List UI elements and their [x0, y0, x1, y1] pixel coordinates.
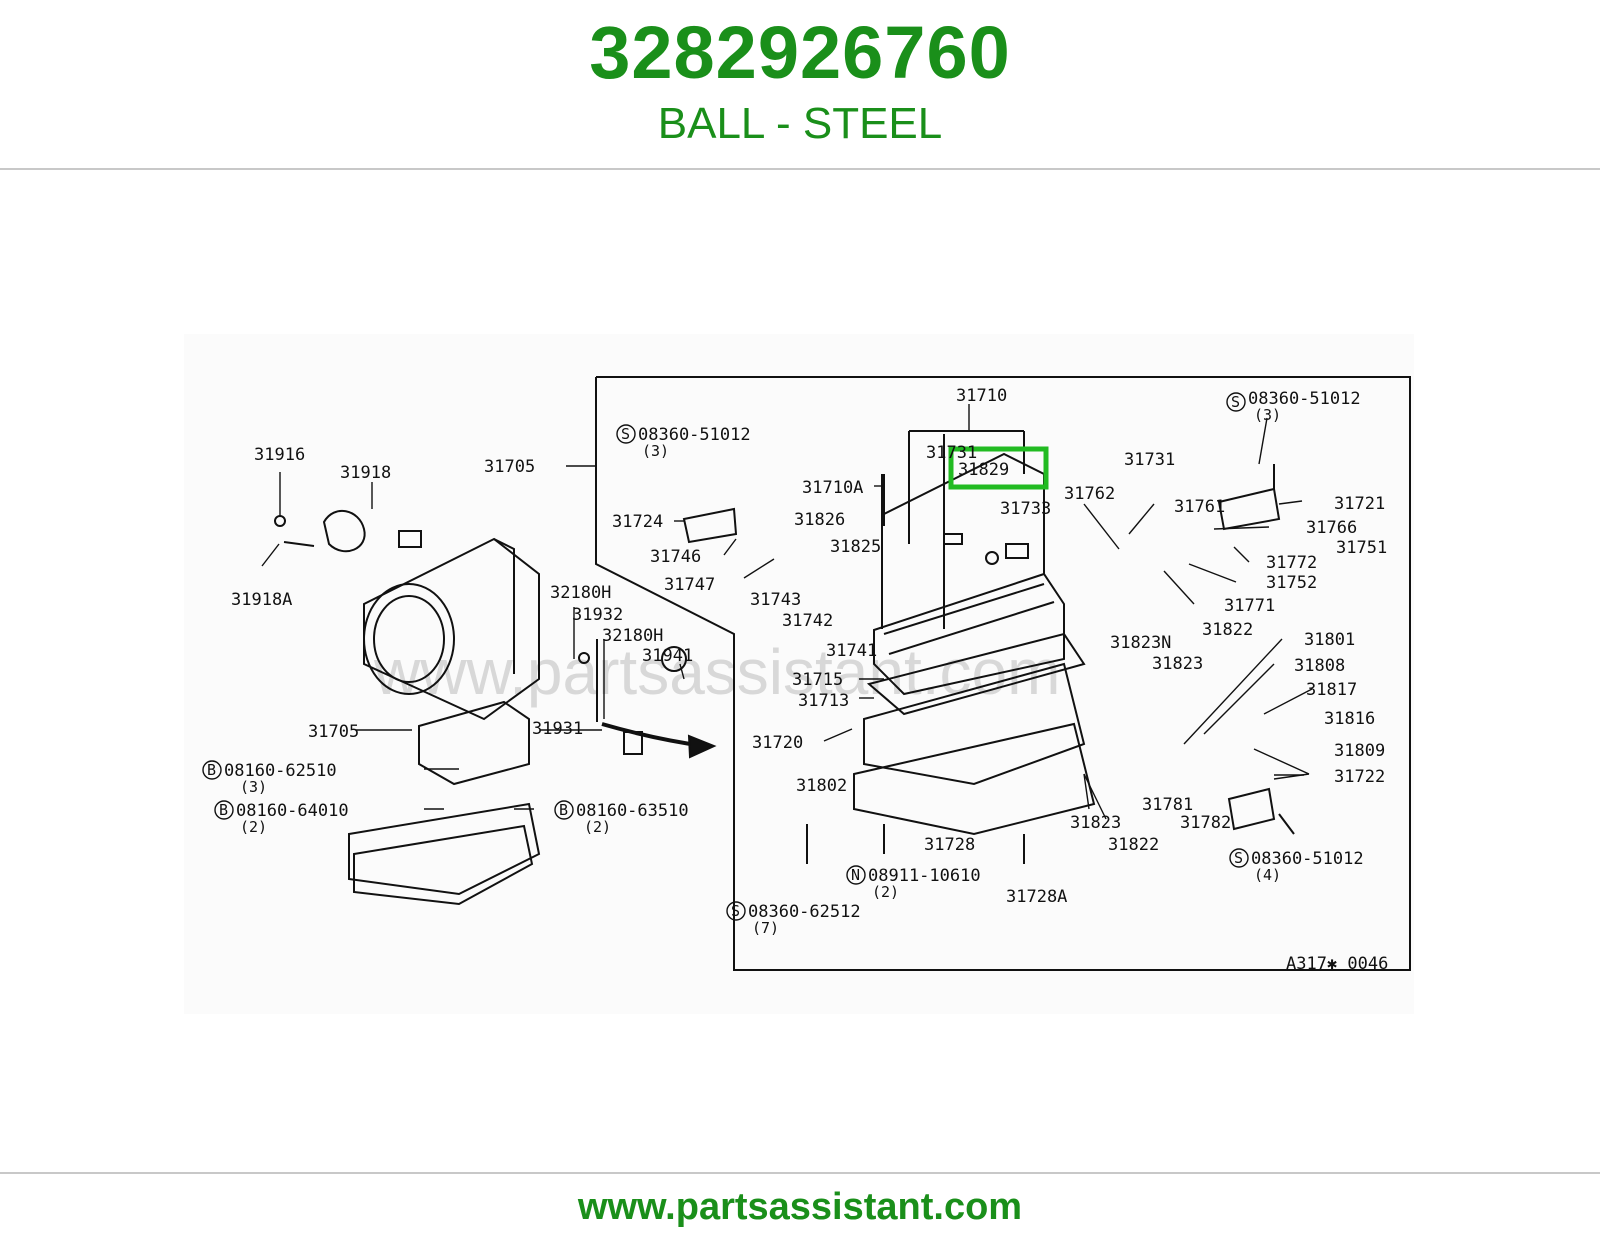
- label-31932[interactable]: 31932: [572, 605, 623, 625]
- label-31825[interactable]: 31825: [830, 537, 881, 557]
- label-31766[interactable]: 31766: [1306, 518, 1357, 538]
- label-31733[interactable]: 31733: [1000, 499, 1051, 519]
- label-31772[interactable]: 31772: [1266, 553, 1317, 573]
- label-31746[interactable]: 31746: [650, 547, 701, 567]
- label-31752[interactable]: 31752: [1266, 573, 1317, 593]
- label-31931[interactable]: 31931: [532, 719, 583, 739]
- label-08160-64010: 08160-64010: [236, 801, 349, 821]
- label-31941[interactable]: 31941: [642, 646, 693, 666]
- header-divider: [0, 168, 1600, 170]
- label-31771[interactable]: 31771: [1224, 596, 1275, 616]
- footer-divider: [0, 1172, 1600, 1174]
- callout-08911-10610[interactable]: N 08911-10610 (2): [846, 865, 981, 901]
- label-08360-51012-a: 08360-51012: [638, 425, 751, 445]
- label-31762[interactable]: 31762: [1064, 484, 1115, 504]
- label-31742[interactable]: 31742: [782, 611, 833, 631]
- label-31713[interactable]: 31713: [798, 691, 849, 711]
- label-31802[interactable]: 31802: [796, 776, 847, 796]
- qty-08360-51012-c: (4): [1254, 866, 1281, 884]
- callout-08360-51012-a[interactable]: S 08360-51012 (3): [616, 424, 751, 460]
- diagram-frame: [595, 376, 1411, 971]
- label-32180h-b[interactable]: 32180H: [602, 626, 663, 646]
- part-number: 3282926760: [589, 11, 1011, 94]
- label-31715[interactable]: 31715: [792, 670, 843, 690]
- part-labels: 31916 31918 31918A 31705 31705 32180H 31…: [202, 386, 1388, 974]
- parts-diagram: www.partsassistant.com: [184, 334, 1414, 1014]
- label-31731[interactable]: 31731: [1124, 450, 1175, 470]
- transmission-housing-drawing: [274, 509, 717, 906]
- label-31721[interactable]: 31721: [1334, 494, 1385, 514]
- label-32180h-a[interactable]: 32180H: [550, 583, 611, 603]
- label-31918[interactable]: 31918: [340, 463, 391, 483]
- callout-08160-62510[interactable]: B 08160-62510 (3): [202, 760, 337, 796]
- label-31916[interactable]: 31916: [254, 445, 305, 465]
- label-31918a[interactable]: 31918A: [231, 590, 292, 610]
- label-08911-10610: 08911-10610: [868, 866, 981, 886]
- label-31724[interactable]: 31724: [612, 512, 663, 532]
- label-31822-b[interactable]: 31822: [1108, 835, 1159, 855]
- callout-08360-51012-b[interactable]: S 08360-51012 (3): [1226, 389, 1361, 424]
- label-31705-a[interactable]: 31705: [484, 457, 535, 477]
- s-marker: S: [731, 902, 740, 920]
- label-31823-b[interactable]: 31823: [1070, 813, 1121, 833]
- qty-08911-10610: (2): [872, 883, 899, 901]
- label-31705-b[interactable]: 31705: [308, 722, 359, 742]
- b-marker: B: [207, 761, 216, 779]
- label-31823n[interactable]: 31823N: [1110, 633, 1171, 653]
- label-31809[interactable]: 31809: [1334, 741, 1385, 761]
- s-marker: S: [1234, 849, 1243, 867]
- label-08360-51012-c: 08360-51012: [1251, 849, 1364, 869]
- label-31816[interactable]: 31816: [1324, 709, 1375, 729]
- label-08360-51012-b: 08360-51012: [1248, 389, 1361, 409]
- label-31747[interactable]: 31747: [664, 575, 715, 595]
- label-31817[interactable]: 31817: [1306, 680, 1357, 700]
- label-31728a[interactable]: 31728A: [1006, 887, 1067, 907]
- label-31710[interactable]: 31710: [956, 386, 1007, 406]
- label-31728[interactable]: 31728: [924, 835, 975, 855]
- qty-08160-64010: (2): [240, 818, 267, 836]
- footer-website-link[interactable]: www.partsassistant.com: [577, 1186, 1023, 1228]
- n-marker: N: [851, 866, 860, 884]
- qty-08160-62510: (3): [240, 778, 267, 796]
- label-31710a[interactable]: 31710A: [802, 478, 863, 498]
- qty-08360-51012-a: (3): [642, 442, 669, 460]
- label-31782[interactable]: 31782: [1180, 813, 1231, 833]
- label-31741[interactable]: 31741: [826, 641, 877, 661]
- b-marker: B: [219, 801, 228, 819]
- label-31801[interactable]: 31801: [1304, 630, 1355, 650]
- label-31743[interactable]: 31743: [750, 590, 801, 610]
- highlight-box: [948, 446, 1049, 490]
- part-name: BALL - STEEL: [657, 99, 943, 148]
- exploded-view-drawing: www.partsassistant.com: [202, 376, 1411, 974]
- s-marker: S: [1231, 393, 1240, 411]
- leader-lines: [261, 404, 1313, 820]
- label-08360-62512: 08360-62512: [748, 902, 861, 922]
- callout-08160-63510[interactable]: B 08160-63510 (2): [554, 800, 689, 836]
- page-header: 3282926760 BALL - STEEL: [0, 0, 1600, 168]
- label-31829[interactable]: 31829: [958, 460, 1009, 480]
- callout-08160-64010[interactable]: B 08160-64010 (2): [214, 800, 349, 836]
- qty-08360-51012-b: (3): [1254, 406, 1281, 424]
- label-31781[interactable]: 31781: [1142, 795, 1193, 815]
- s-marker: S: [621, 425, 630, 443]
- label-31722[interactable]: 31722: [1334, 767, 1385, 787]
- callout-08360-51012-c[interactable]: S 08360-51012 (4): [1229, 848, 1364, 884]
- label-31826[interactable]: 31826: [794, 510, 845, 530]
- label-31823-a[interactable]: 31823: [1152, 654, 1203, 674]
- qty-08360-62512: (7): [752, 919, 779, 937]
- label-31808[interactable]: 31808: [1294, 656, 1345, 676]
- label-31720[interactable]: 31720: [752, 733, 803, 753]
- label-31751[interactable]: 31751: [1336, 538, 1387, 558]
- label-31731-behind[interactable]: 31731: [926, 443, 977, 463]
- label-31761[interactable]: 31761: [1174, 497, 1225, 517]
- valve-body-drawing: [682, 430, 1295, 864]
- b-marker: B: [559, 801, 568, 819]
- callout-08360-62512[interactable]: S 08360-62512 (7): [726, 901, 861, 937]
- label-08160-62510: 08160-62510: [224, 761, 337, 781]
- watermark: www.partsassistant.com: [373, 636, 1060, 708]
- diagram-ref-code: A317✱ 0046: [1286, 954, 1388, 974]
- label-31822-a[interactable]: 31822: [1202, 620, 1253, 640]
- label-08160-63510: 08160-63510: [576, 801, 689, 821]
- qty-08160-63510: (2): [584, 818, 611, 836]
